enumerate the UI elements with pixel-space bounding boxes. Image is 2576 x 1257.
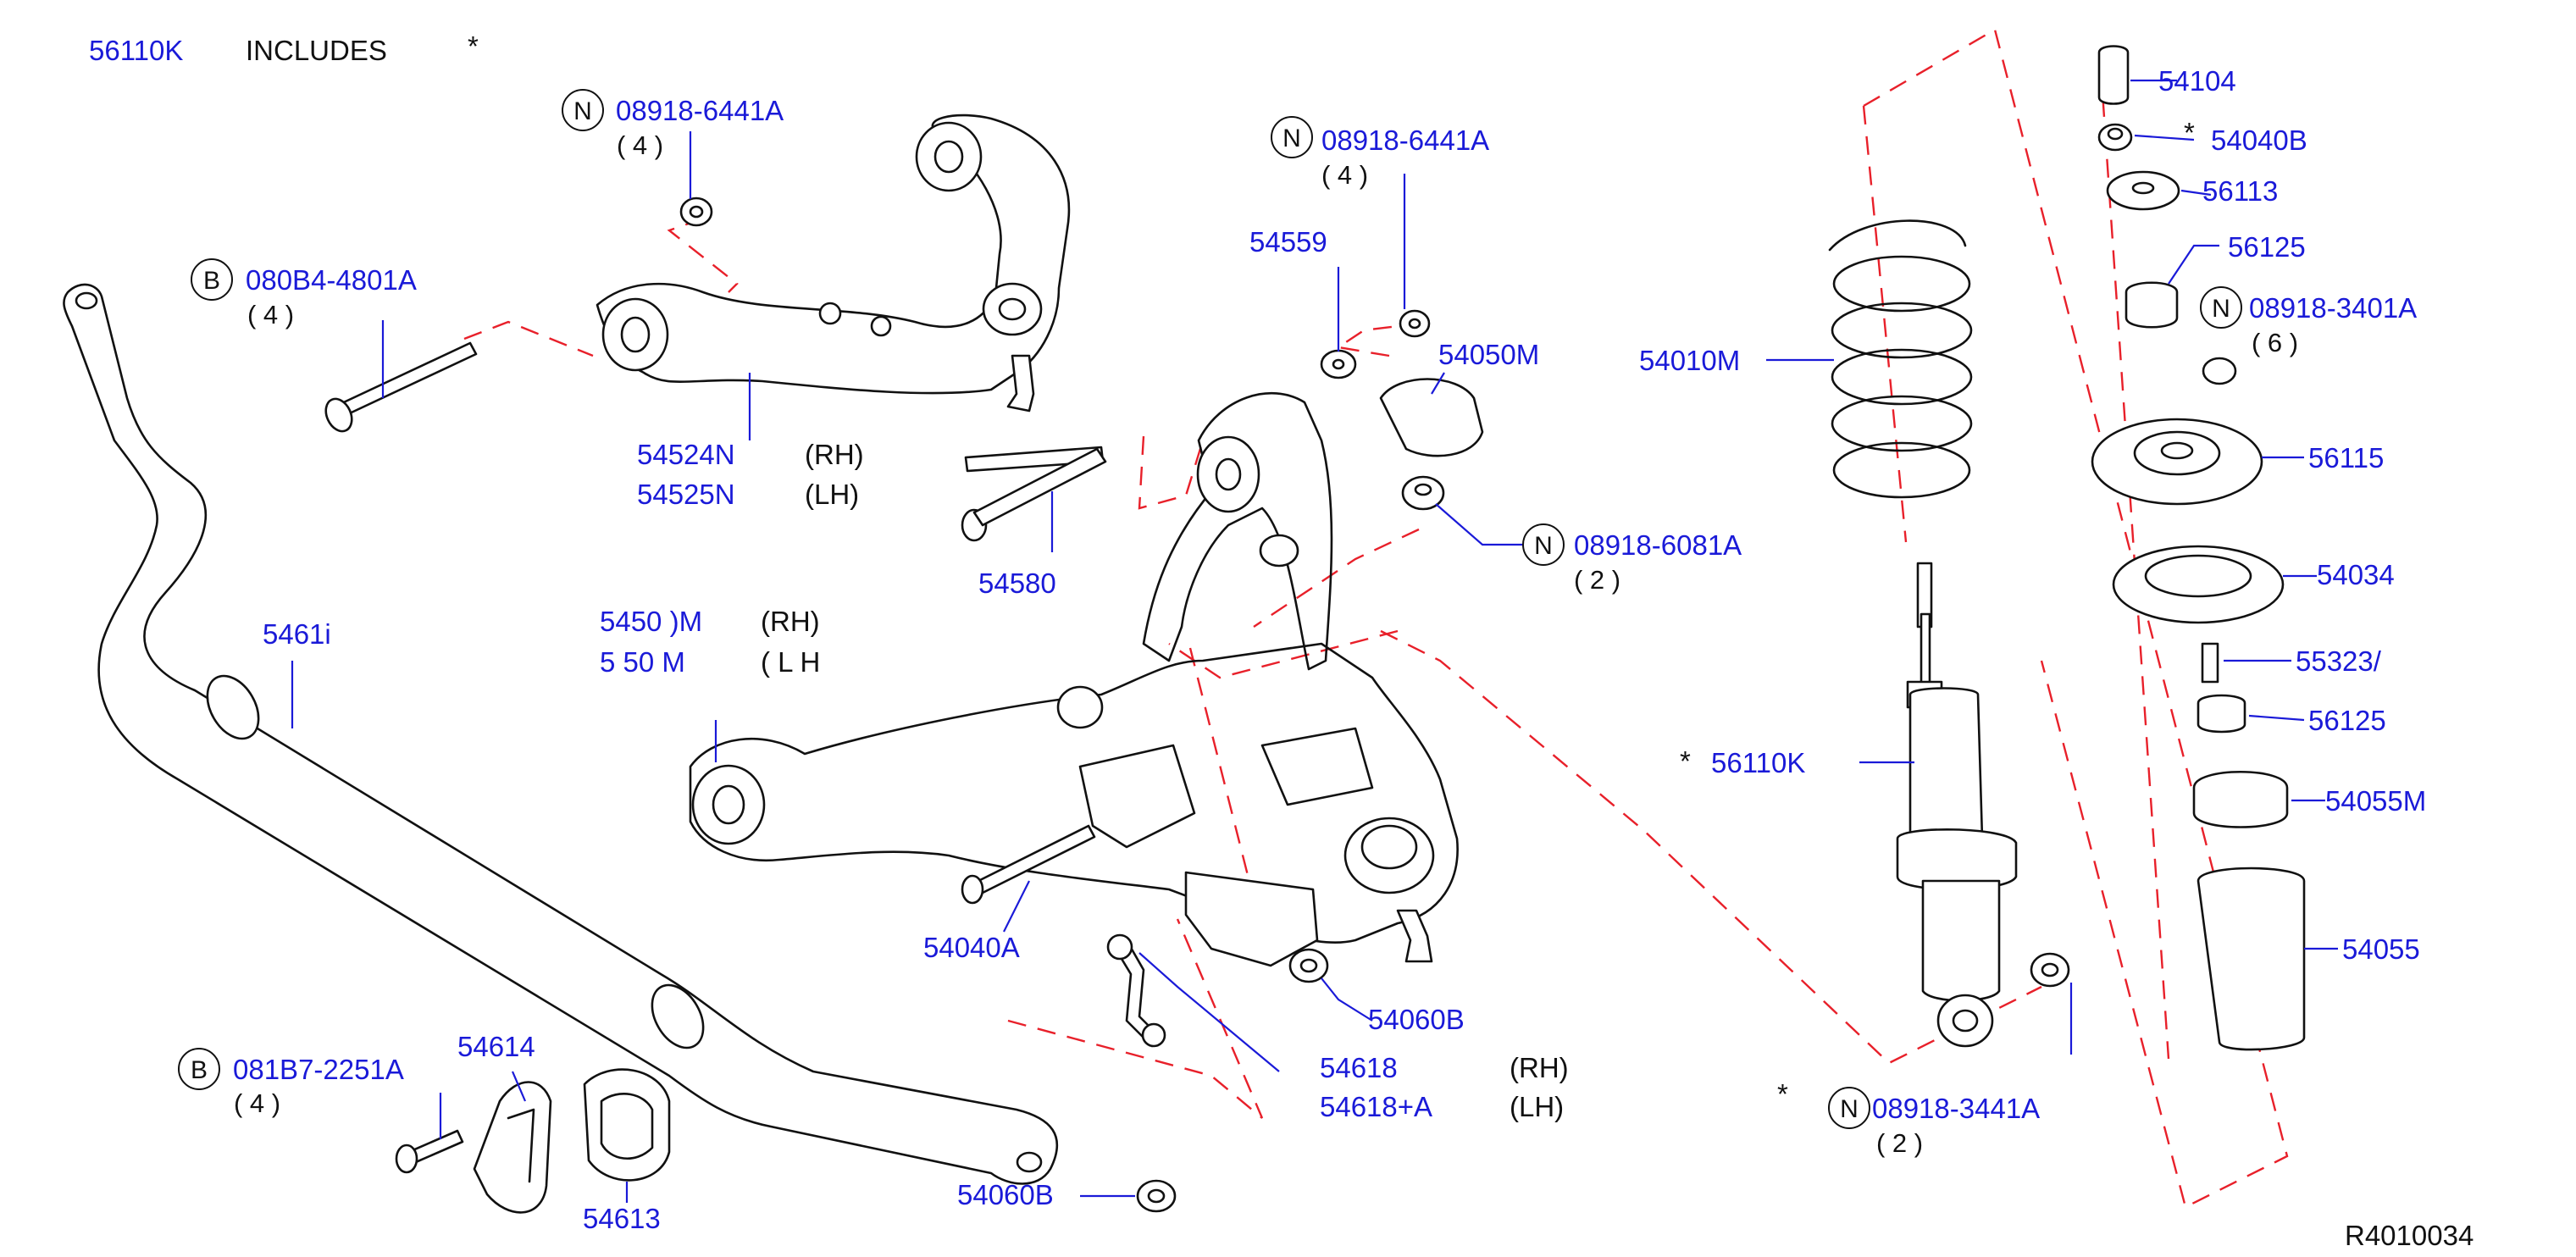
callout-5-50-M[interactable]: 5 50 M [600,646,685,678]
callout-56115[interactable]: 56115 [2308,442,2384,473]
hardware-parts [324,197,1484,1214]
callout-54010M[interactable]: 54010M [1639,345,1740,376]
strut-mount-stack [2091,45,2306,1051]
callout-54614[interactable]: 54614 [457,1031,535,1062]
coil-spring [1828,219,1973,499]
callout-54040A[interactable]: 54040A [923,932,1020,963]
leader-lines [291,79,2338,1203]
callout-star: * [2184,117,2195,148]
callout-54104[interactable]: 54104 [2158,65,2236,97]
callout-56125-lower[interactable]: 56125 [2308,705,2386,736]
callout-qty: ( 4 ) [234,1088,280,1118]
marker-n-2: N [1271,116,1313,158]
svg-text:N: N [1282,125,1301,152]
svg-text:B: B [191,1056,208,1084]
callout-56113[interactable]: 56113 [2202,175,2278,207]
callout-qty: ( 4 ) [247,300,294,329]
callout-080B4-4801A[interactable]: 080B4-4801A [246,264,417,296]
callout-54525N[interactable]: 54525N [637,479,735,510]
callout-56125-upper[interactable]: 56125 [2228,231,2306,263]
lower-control-arm [689,642,1459,967]
svg-text:B: B [203,267,220,295]
diagram-id: R4010034 [2345,1220,2474,1251]
callout-note: (RH) [1510,1052,1569,1083]
callout-08918-6441A-upper[interactable]: 08918-6441A [616,95,784,126]
callout-54618[interactable]: 54618 [1320,1052,1398,1083]
callout-note: (RH) [761,606,820,637]
callout-qty: ( 4 ) [1321,160,1368,190]
marker-n-5: N [2200,286,2242,329]
callout-note: (RH) [805,439,864,470]
marker-n-1: N [562,89,604,131]
header-part-number[interactable]: 56110K [89,35,183,66]
callout-qty: ( 2 ) [1876,1128,1923,1158]
callout-55323[interactable]: 55323/ [2296,645,2382,677]
callout-5461i[interactable]: 5461i [263,618,331,650]
marker-n-3: N [1522,523,1565,566]
callout-54034[interactable]: 54034 [2317,559,2395,590]
callout-54040B[interactable]: 54040B [2211,125,2307,156]
callout-08918-3441A[interactable]: 08918-3441A [1872,1093,2040,1124]
callout-081B7-2251A[interactable]: 081B7-2251A [233,1054,404,1085]
svg-text:N: N [1840,1095,1859,1123]
callout-5450-M[interactable]: 5450 )M [600,606,702,637]
callout-54618-A[interactable]: 54618+A [1320,1091,1432,1122]
circle-markers: N B N N B N N [178,89,2242,1129]
marker-b-1: B [191,258,233,301]
callout-note: (LH) [805,479,859,510]
callout-qty: ( 4 ) [617,130,663,160]
labels: 56110K INCLUDES * 08918-6441A ( 4 ) 080B… [89,30,2474,1251]
marker-n-4: N [1828,1087,1870,1129]
callout-54613[interactable]: 54613 [583,1203,661,1234]
callout-star: * [1680,745,1691,777]
callout-54524N[interactable]: 54524N [637,439,735,470]
callout-54055M[interactable]: 54055M [2325,785,2426,817]
header-includes: INCLUDES [246,35,387,66]
marker-b-2: B [178,1048,220,1090]
callout-08918-3401A[interactable]: 08918-3401A [2249,292,2417,324]
callout-qty: ( 6 ) [2252,328,2298,357]
callout-54060B-lower[interactable]: 54060B [957,1179,1054,1210]
callout-54055[interactable]: 54055 [2342,933,2420,965]
svg-text:N: N [2212,295,2230,323]
assembly-guides [463,28,2289,1209]
callout-08918-6441A-center[interactable]: 08918-6441A [1321,125,1489,156]
callout-qty: ( 2 ) [1574,565,1620,595]
callout-54060B-center[interactable]: 54060B [1368,1004,1465,1035]
callout-54559[interactable]: 54559 [1249,226,1327,257]
callout-note: ( L H [761,646,820,678]
svg-text:N: N [573,97,592,125]
upper-control-arm [596,114,1071,413]
callout-54050M[interactable]: 54050M [1438,339,1539,370]
callout-54580[interactable]: 54580 [978,568,1056,599]
stabilizer-bar [63,283,1059,1185]
callout-note: (LH) [1510,1091,1564,1122]
callout-56110K[interactable]: 56110K [1711,747,1805,778]
shock-absorber [1896,562,2070,1048]
svg-text:N: N [1534,532,1553,560]
callout-star: * [1777,1078,1788,1110]
knuckle-upper-link [1142,391,1333,671]
header-star: * [468,30,479,62]
callout-08918-6081A[interactable]: 08918-6081A [1574,529,1742,561]
